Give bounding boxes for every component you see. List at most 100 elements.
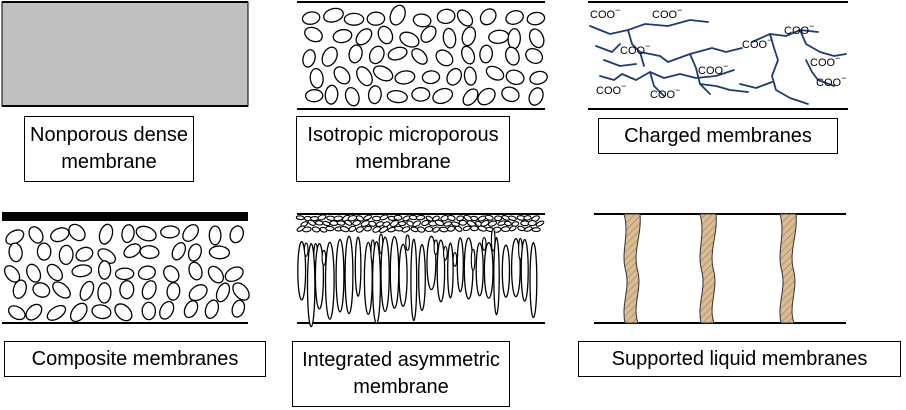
polymer-chain (739, 81, 773, 89)
fine-pore (424, 226, 434, 233)
pore (526, 11, 546, 26)
elongated-pore (456, 237, 464, 293)
polymer-chain (649, 71, 665, 97)
elongated-pore (418, 244, 426, 312)
pore (488, 29, 510, 44)
panel-charged-membrane: COO−COO−COO−COO−COO−COO−COO−COO−COO−COO− (588, 1, 848, 110)
pore (141, 280, 157, 300)
fine-pore (397, 221, 407, 227)
pore (348, 44, 363, 64)
fine-pore (336, 220, 346, 226)
carboxylate-charge-label: COO− (742, 35, 772, 51)
elongated-pore (443, 245, 448, 261)
pore (411, 87, 431, 102)
pore (28, 226, 44, 244)
pore (26, 263, 42, 283)
pore (75, 246, 94, 262)
elongated-pore (335, 238, 345, 313)
pore (5, 229, 25, 245)
pore (114, 303, 133, 322)
pore (208, 225, 222, 246)
polymer-chain (751, 29, 819, 43)
pore (188, 284, 208, 302)
label-charged-membranes: Charged membranes (598, 118, 838, 154)
fine-pore (466, 220, 476, 227)
fine-pore (389, 219, 399, 228)
polymer-chain (599, 69, 735, 81)
liquid-filled-pore (779, 213, 797, 324)
pore (525, 47, 544, 65)
label-line: membrane (61, 151, 157, 173)
fine-pore (307, 219, 316, 226)
polymer-chain (639, 51, 669, 63)
fine-pore (500, 226, 511, 233)
polymer-chain (627, 29, 645, 67)
pore (387, 46, 408, 61)
pore (412, 13, 432, 28)
elongated-pore (405, 234, 410, 251)
pore (485, 65, 505, 81)
pore (121, 224, 135, 244)
pore (507, 28, 521, 50)
pore (69, 302, 88, 323)
elongated-pore (475, 242, 484, 297)
fine-pore (504, 220, 512, 227)
fine-pore (462, 225, 471, 232)
elongated-pore-group (297, 228, 538, 328)
pore (394, 70, 416, 85)
pore-group (301, 4, 548, 107)
elongated-pore (410, 238, 418, 322)
pore (301, 11, 321, 25)
pore (8, 242, 23, 263)
label-line: Composite membranes (31, 347, 239, 370)
pore (477, 87, 496, 106)
pore (411, 48, 428, 65)
fine-pore (458, 219, 468, 226)
pore (333, 66, 351, 85)
pore (461, 45, 476, 65)
pore (501, 86, 520, 103)
pore (368, 45, 385, 65)
fine-pore (454, 225, 463, 232)
label-line: Isotropic microporous (307, 124, 499, 146)
pore (182, 224, 199, 242)
dense-membrane-layer (1, 1, 249, 107)
fine-pore (509, 225, 517, 232)
polymer-chain (699, 83, 749, 93)
pore (302, 49, 316, 68)
pore (188, 261, 203, 281)
fine-pore (535, 220, 545, 227)
pore (421, 70, 441, 85)
pore (215, 282, 231, 303)
fine-pore (372, 226, 381, 233)
elongated-pore (529, 242, 538, 319)
fine-pore (415, 214, 426, 221)
pore (163, 265, 180, 283)
pore (139, 245, 160, 260)
pore (46, 263, 63, 282)
pore (52, 281, 71, 299)
pore (71, 264, 93, 278)
polymer-chain (689, 53, 711, 95)
elongated-pore (371, 240, 382, 325)
elongated-pore (501, 244, 511, 298)
fine-pore (412, 220, 422, 228)
panel-supported-liquid (594, 213, 846, 324)
pore (50, 227, 70, 243)
pore (356, 66, 373, 87)
carboxylate-charge-label: COO− (810, 53, 840, 69)
dense-skin-layer (2, 212, 248, 221)
carboxylate-charge-label: COO− (620, 41, 650, 57)
label-line: membrane (355, 151, 451, 173)
pore (461, 26, 477, 47)
carboxylate-charge-label: COO− (596, 81, 626, 97)
fine-pore (295, 215, 305, 221)
fine-pore (417, 226, 426, 233)
pore (137, 265, 156, 281)
fine-pore (401, 226, 411, 233)
elongated-pore (447, 242, 454, 299)
fine-pore (450, 221, 460, 227)
panel-nonporous-dense (1, 1, 249, 107)
pore (171, 241, 187, 261)
